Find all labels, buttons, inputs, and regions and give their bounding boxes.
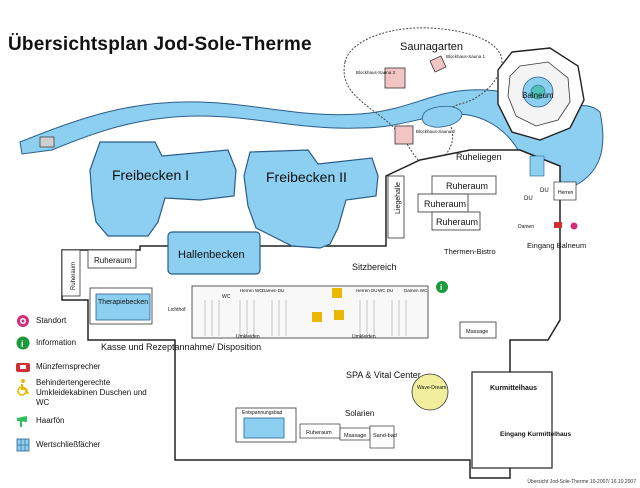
ruheraum-2-label: Ruheraum (424, 199, 466, 209)
info-icon: i (14, 334, 32, 352)
herren-balneum (553, 181, 577, 201)
blockhaus-sauna-2 (394, 125, 414, 145)
herren-balneum-label: Herren (558, 190, 574, 196)
blockhaus-sauna-1 (429, 55, 447, 73)
spa-label: SPA & Vital Center (346, 370, 421, 380)
liegehalle-room (387, 175, 405, 239)
eingang-kurmittelhaus-label: Eingang Kurmittelhaus (500, 431, 572, 438)
svg-text:i: i (21, 339, 24, 349)
legend-item-accessible: Behindertengerechte Umkleidekabinen Dusc… (14, 378, 148, 408)
blockhaus1-label: Blockhaus-Sauna 1 (446, 54, 486, 59)
damen-balneum-label: Damen (518, 224, 534, 230)
info-marker (436, 281, 448, 293)
solarien-label: Solarien (345, 409, 374, 418)
ruheraum-vertical-room (61, 249, 81, 297)
saunagarten-label: Saunagarten (400, 41, 463, 53)
ruheliegen-label: Ruheliegen (456, 152, 502, 162)
sandbad-label: Sand-bad (373, 433, 397, 439)
saunagarten-pond (421, 105, 463, 128)
balneum-label: Balneum (522, 91, 554, 100)
ruheraum-3-room (431, 211, 481, 231)
sandbad-room (369, 425, 395, 449)
umkleiden-label-1: Umkleiden (236, 334, 260, 340)
therapiebecken-pool (95, 293, 151, 321)
accessible-marker-2 (332, 288, 342, 298)
kurmittelhaus-building (471, 371, 553, 469)
du-balneum-2: DU (524, 196, 533, 202)
umkleiden-block (191, 285, 429, 339)
river (19, 89, 604, 191)
ruheraum-3-label: Ruheraum (436, 217, 478, 227)
sitzbereich-label: Sitzbereich (352, 262, 397, 272)
locker-icon (14, 436, 32, 454)
blockhaus-sauna-3 (384, 67, 406, 89)
ruheraum-left-label: Ruheraum (94, 256, 132, 265)
wave-dream-label: Wave-Dream (417, 385, 446, 391)
page-title: Übersichtsplan Jod-Sole-Therme (8, 34, 312, 55)
herren-wc-label: Herren WC (240, 288, 263, 293)
freibecken-1-label: Freibecken I (112, 167, 189, 183)
wave-dream-circle (411, 373, 449, 411)
therapiebecken-label: Therapiebecken (98, 299, 148, 306)
legend-item-hairdryer: Haarfön (14, 412, 64, 430)
ruheraum-1-label: Ruheraum (446, 181, 488, 191)
kurmittelhaus-label: Kurmittelhaus (490, 385, 537, 392)
hallenbecken-pool (167, 231, 261, 275)
umkleiden-label-2: Umkleiden (352, 334, 376, 340)
accessible-marker-3 (334, 310, 344, 320)
hallenbecken-label: Hallenbecken (178, 249, 245, 261)
legend-item-locker: Wertschließfächer (14, 436, 100, 454)
wc-label-1: WC (222, 294, 231, 300)
ruheraum-bottom-label: Ruheraum (306, 430, 332, 436)
massage-right-label: Massage (466, 329, 488, 335)
legend-item-information: i Information (14, 334, 76, 352)
legend-item-standort: Standort (14, 312, 66, 330)
phone-marker (554, 222, 562, 228)
river-outlet (39, 136, 55, 148)
footer-note: Übersicht Jod-Sole-Therme 10-2007/ 16.10… (527, 479, 636, 485)
balneum-corridor (529, 155, 545, 177)
legend-item-phone: Münzfernsprecher (14, 358, 100, 376)
massage-right-room (459, 321, 497, 339)
blockhaus2-label: Blockhaus-Sauna 2 (416, 129, 456, 134)
accessible-marker-1 (312, 312, 322, 322)
blockhaus3-label: Blockhaus-Sauna 3 (356, 70, 396, 75)
standort-marker (569, 221, 579, 231)
liegehalle-label: Liegehalle (395, 182, 402, 214)
freibecken-2-label: Freibecken II (266, 169, 347, 185)
damen-wc-label: Damen WC (404, 288, 428, 293)
standort-icon (14, 312, 32, 330)
entspannungsbad-label: Entspannungsbad (242, 410, 283, 416)
herren-du-label: Herren DU (356, 288, 378, 293)
massage-bottom-label: Massage (344, 433, 366, 439)
svg-text:i: i (440, 283, 442, 292)
eingang-balneum-label: Eingang Balneum (527, 241, 586, 250)
hairdryer-icon (14, 412, 32, 430)
accessible-icon (14, 378, 32, 396)
du-balneum-1: DU (540, 188, 549, 194)
ruheraum-left-room (87, 249, 137, 269)
kasse-label: Kasse und Rezeptannahme/ Disposition (101, 342, 261, 352)
ruheraum-vertical-label: Ruheraum (71, 262, 77, 290)
freibecken-2-pool (243, 149, 379, 249)
damen-du-label: Damen DU (262, 288, 284, 293)
thermen-bistro-label: Thermen-Bistro (444, 247, 496, 256)
wc-du-label: WC DU (378, 288, 393, 293)
phone-icon (14, 358, 32, 376)
entspannungsbad-pool (243, 417, 285, 439)
freibecken-1-pool (89, 141, 237, 237)
lichthof-label: Lichthof (168, 307, 186, 313)
